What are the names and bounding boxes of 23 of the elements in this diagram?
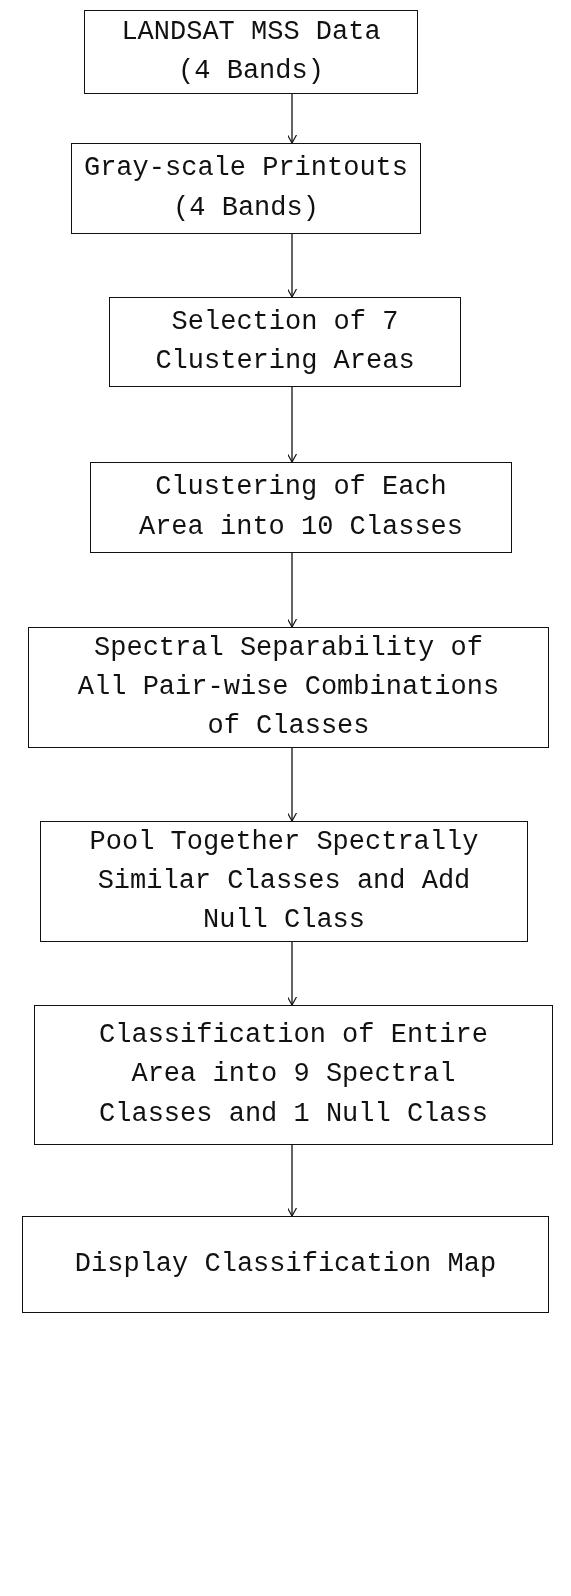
process-box	[28, 627, 549, 748]
process-box	[109, 297, 461, 387]
step-label: Pool Together Spectrally Similar Classes and Add Null Class	[88, 825, 480, 938]
step-label: Classification of Entire Area into 9 Spectral Classes and 1 Null Class	[98, 1019, 489, 1131]
step-label: Clustering of Each Area into 10 Classes	[137, 471, 465, 544]
step-label: Display Classification Map	[74, 1247, 497, 1281]
step-label: Gray-scale Printouts (4 Bands)	[82, 152, 410, 225]
arrow	[286, 747, 298, 822]
process-box	[40, 821, 528, 942]
arrow	[286, 1144, 298, 1217]
arrow	[286, 386, 298, 463]
arrow	[286, 552, 298, 628]
process-box	[22, 1216, 549, 1313]
step-label: LANDSAT MSS Data (4 Bands)	[120, 15, 382, 88]
process-box	[34, 1005, 553, 1145]
step-label: Spectral Separability of All Pair-wise Combinations of Classes	[76, 631, 501, 744]
process-box	[84, 10, 418, 94]
process-box	[90, 462, 512, 553]
arrow	[286, 941, 298, 1006]
step-label: Selection of 7 Clustering Areas	[154, 305, 416, 378]
process-box	[71, 143, 421, 234]
arrow	[286, 233, 298, 298]
arrow	[286, 93, 298, 144]
